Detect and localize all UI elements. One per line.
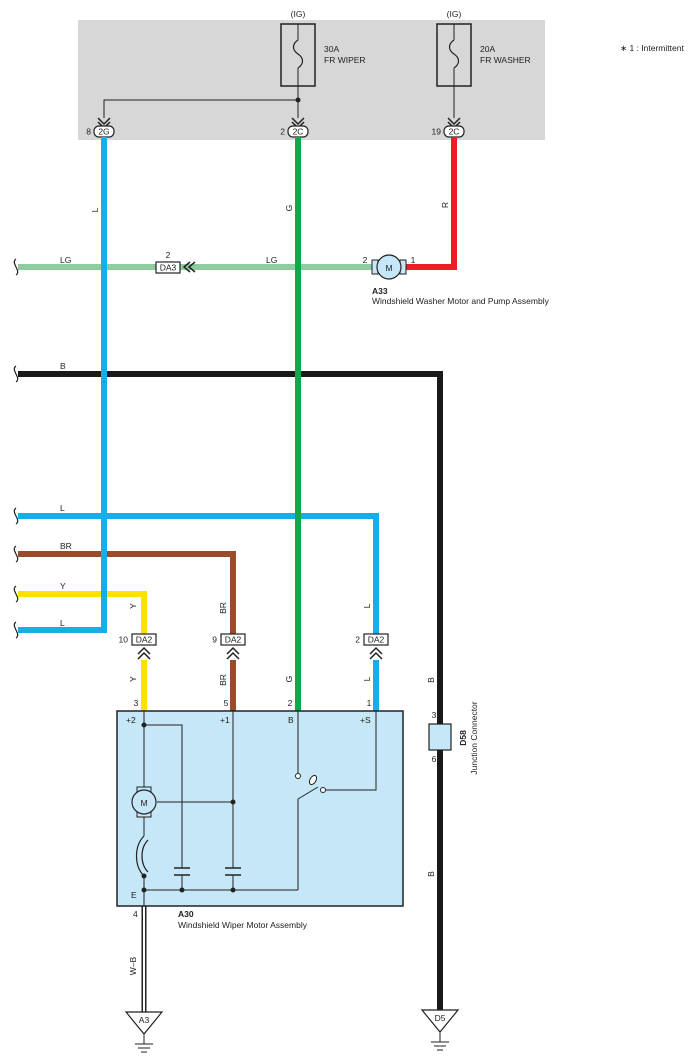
svg-text:2: 2 <box>288 698 293 708</box>
svg-text:+1: +1 <box>220 715 230 725</box>
svg-text:2G: 2G <box>98 127 109 137</box>
svg-text:1: 1 <box>367 698 372 708</box>
connector-2g: 2G 8 <box>86 117 115 138</box>
svg-text:8: 8 <box>86 127 91 137</box>
washer-connector-da3: DA3 2 <box>155 250 196 274</box>
wire-br <box>18 551 236 634</box>
svg-text:M: M <box>385 263 392 273</box>
wiper-motor-assembly: 3 5 2 1 +2 +1 B +S E 4 <box>116 698 404 930</box>
svg-text:B: B <box>60 361 66 371</box>
svg-text:W–B: W–B <box>128 956 138 975</box>
svg-text:LG: LG <box>60 255 71 265</box>
svg-text:DA2: DA2 <box>368 635 385 645</box>
svg-text:30A: 30A <box>324 44 339 54</box>
svg-text:LG: LG <box>266 255 277 265</box>
junction-block <box>78 20 545 140</box>
wire-break-marks <box>13 258 19 639</box>
svg-text:Junction Connector: Junction Connector <box>469 701 479 774</box>
splice-point <box>295 97 301 103</box>
svg-text:R: R <box>440 202 450 208</box>
wire-labels: L G R LG LG B L BR Y L Y BR L Y BR G L B… <box>60 202 450 975</box>
svg-text:BR: BR <box>60 541 72 551</box>
svg-text:L: L <box>90 207 100 212</box>
svg-text:DA3: DA3 <box>160 263 177 273</box>
svg-text:2C: 2C <box>449 127 460 137</box>
svg-text:DA2: DA2 <box>136 635 153 645</box>
svg-text:6: 6 <box>432 754 437 764</box>
svg-text:Y: Y <box>128 603 138 609</box>
svg-text:19: 19 <box>432 127 442 137</box>
svg-text:3: 3 <box>432 710 437 720</box>
svg-text:+S: +S <box>360 715 371 725</box>
svg-text:G: G <box>284 676 294 683</box>
svg-text:A33: A33 <box>372 286 388 296</box>
svg-text:A3: A3 <box>139 1015 150 1025</box>
wiper-connector-da2-9: DA2 9 <box>212 633 246 660</box>
junction-connector-d58: 3 6 D58 Junction Connector <box>428 701 479 775</box>
ground-d5: D5 <box>420 1009 460 1051</box>
svg-text:BR: BR <box>218 674 228 686</box>
svg-text:4: 4 <box>133 909 138 919</box>
svg-text:L: L <box>362 676 372 681</box>
svg-text:2C: 2C <box>293 127 304 137</box>
svg-text:Windshield Washer Motor and Pu: Windshield Washer Motor and Pump Assembl… <box>372 296 550 306</box>
svg-text:1: 1 <box>411 255 416 265</box>
svg-text:B: B <box>426 677 436 683</box>
svg-text:A30: A30 <box>178 909 194 919</box>
washer-motor: M 2 1 A33 Windshield Washer Motor and Pu… <box>363 254 550 306</box>
svg-text:B: B <box>288 715 294 725</box>
svg-text:2: 2 <box>355 635 360 645</box>
connector-2c-washer: 2C 19 <box>432 117 465 138</box>
wire-l-mid <box>18 513 379 634</box>
wire-l-top <box>18 137 107 633</box>
svg-text:Windshield Wiper Motor Assembl: Windshield Wiper Motor Assembly <box>178 920 308 930</box>
svg-text:DA2: DA2 <box>225 635 242 645</box>
svg-text:FR WASHER: FR WASHER <box>480 55 531 65</box>
wire-b <box>18 371 443 1010</box>
svg-text:BR: BR <box>218 602 228 614</box>
svg-text:2: 2 <box>363 255 368 265</box>
svg-text:L: L <box>60 618 65 628</box>
svg-text:9: 9 <box>212 635 217 645</box>
svg-text:+2: +2 <box>126 715 136 725</box>
svg-text:20A: 20A <box>480 44 495 54</box>
svg-text:2: 2 <box>166 250 171 260</box>
svg-text:B: B <box>426 871 436 877</box>
legend-note: ∗ 1 : Intermittent <box>620 43 684 53</box>
svg-text:2: 2 <box>280 127 285 137</box>
wire-y <box>18 591 147 634</box>
svg-text:E: E <box>131 890 137 900</box>
svg-text:M: M <box>140 798 147 808</box>
fuse-fr-wiper: (IG) 30A FR WIPER <box>280 9 366 87</box>
svg-text:Y: Y <box>60 581 66 591</box>
svg-text:FR WIPER: FR WIPER <box>324 55 366 65</box>
svg-text:D5: D5 <box>435 1013 446 1023</box>
svg-text:L: L <box>60 503 65 513</box>
wiper-connector-da2-2: DA2 2 <box>355 633 389 660</box>
svg-text:3: 3 <box>134 698 139 708</box>
svg-text:G: G <box>284 205 294 212</box>
svg-text:D58: D58 <box>458 730 468 746</box>
svg-text:10: 10 <box>119 635 129 645</box>
svg-text:L: L <box>362 603 372 608</box>
wire-r <box>404 137 457 270</box>
svg-text:(IG): (IG) <box>291 9 306 19</box>
svg-text:Y: Y <box>128 676 138 682</box>
svg-text:5: 5 <box>224 698 229 708</box>
ground-a3: A3 <box>124 1011 164 1053</box>
wiper-connector-da2-10: DA2 10 <box>119 633 157 660</box>
svg-text:(IG): (IG) <box>447 9 462 19</box>
